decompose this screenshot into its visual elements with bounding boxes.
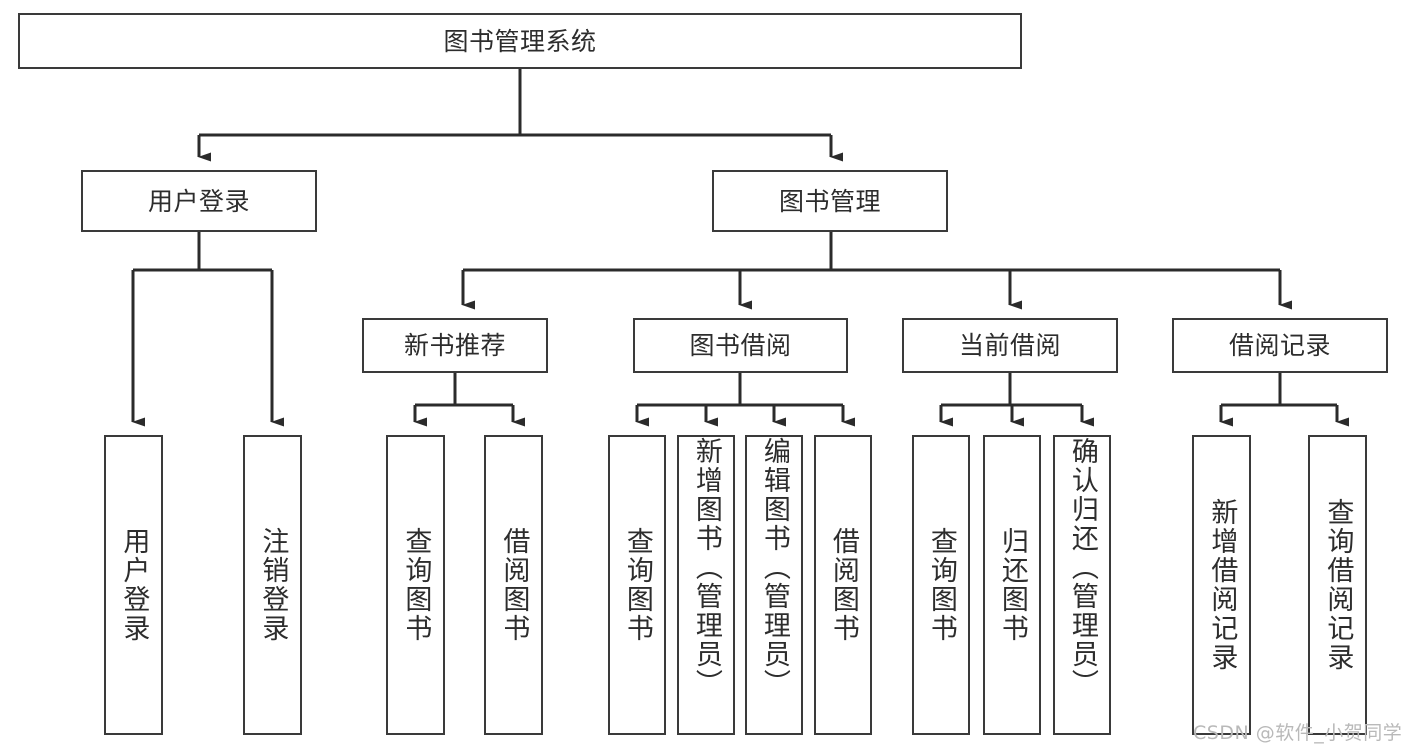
node-label: 新书推荐	[403, 331, 506, 360]
node-label: 当前借阅	[958, 331, 1061, 360]
node-borrow-record[interactable]: 借阅记录	[1172, 318, 1388, 373]
leaf-add-book-admin[interactable]: 新增图书（管理员）	[677, 435, 735, 735]
leaf-borrow-book[interactable]: 借阅图书	[814, 435, 872, 735]
node-label: 图书管理系统	[443, 26, 597, 56]
node-label: 新增图书（管理员）	[690, 437, 722, 698]
node-book-management[interactable]: 图书管理	[712, 170, 948, 232]
node-label: 借阅记录	[1228, 331, 1331, 360]
leaf-borrow-book-recommend[interactable]: 借阅图书	[484, 435, 543, 735]
node-label: 借阅图书	[827, 527, 859, 643]
node-label: 确认归还（管理员）	[1066, 437, 1098, 698]
leaf-query-book-recommend[interactable]: 查询图书	[386, 435, 445, 735]
leaf-return-book[interactable]: 归还图书	[983, 435, 1041, 735]
node-new-book-recommend[interactable]: 新书推荐	[362, 318, 548, 373]
node-root-system[interactable]: 图书管理系统	[18, 13, 1022, 69]
node-label: 编辑图书（管理员）	[758, 437, 790, 698]
node-user-login[interactable]: 用户登录	[81, 170, 317, 232]
node-label: 借阅图书	[498, 527, 530, 643]
leaf-add-borrow-record[interactable]: 新增借阅记录	[1192, 435, 1251, 735]
leaf-user-login[interactable]: 用户登录	[104, 435, 163, 735]
leaf-edit-book-admin[interactable]: 编辑图书（管理员）	[745, 435, 803, 735]
node-label: 归还图书	[996, 527, 1028, 643]
watermark-text: CSDN @软件_小贺同学	[1193, 722, 1403, 744]
node-label: 查询图书	[925, 527, 957, 643]
node-label: 图书管理	[778, 186, 881, 216]
leaf-logout[interactable]: 注销登录	[243, 435, 302, 735]
node-label: 新增借阅记录	[1206, 498, 1238, 672]
leaf-query-borrow-record[interactable]: 查询借阅记录	[1308, 435, 1367, 735]
node-label: 查询图书	[400, 527, 432, 643]
node-label: 查询借阅记录	[1322, 498, 1354, 672]
leaf-confirm-return-admin[interactable]: 确认归还（管理员）	[1053, 435, 1111, 735]
csdn-watermark: CSDN @软件_小贺同学	[1193, 718, 1402, 745]
node-current-borrow[interactable]: 当前借阅	[902, 318, 1118, 373]
node-label: 图书借阅	[689, 331, 792, 360]
node-book-borrow[interactable]: 图书借阅	[633, 318, 848, 373]
node-label: 用户登录	[147, 186, 250, 216]
leaf-query-book-current[interactable]: 查询图书	[912, 435, 970, 735]
node-label: 查询图书	[621, 527, 653, 643]
leaf-query-book-borrow[interactable]: 查询图书	[608, 435, 666, 735]
node-label: 用户登录	[118, 527, 150, 643]
node-label: 注销登录	[257, 527, 289, 643]
